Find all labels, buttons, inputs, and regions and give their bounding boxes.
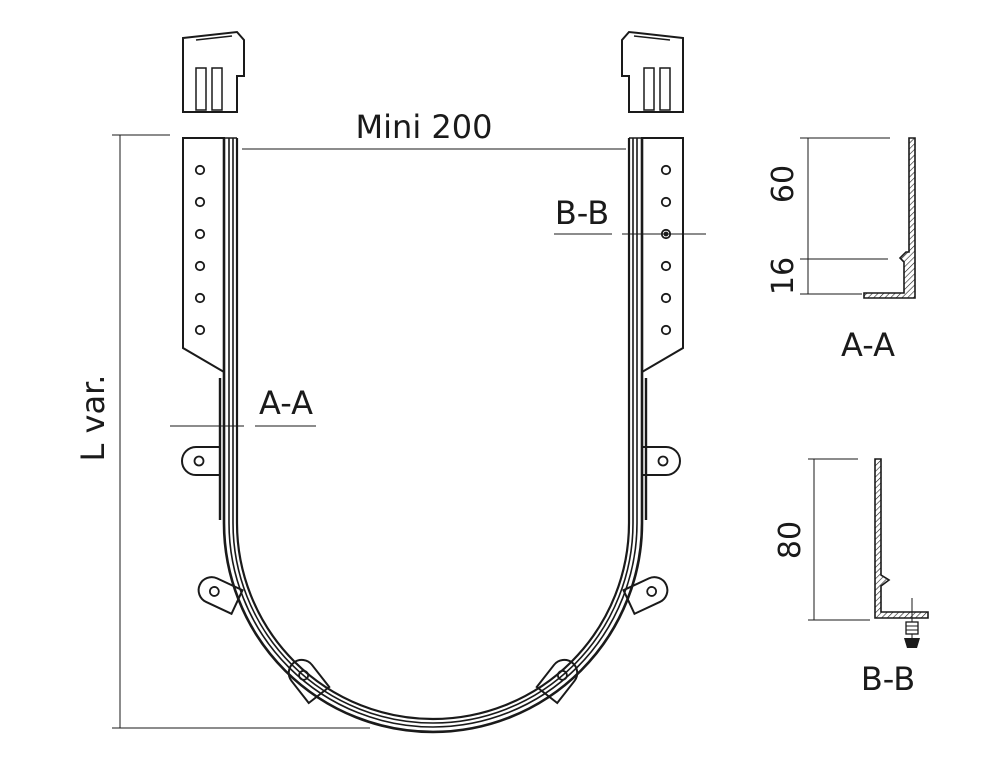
section-a-detail: 60 16 A-A [766, 137, 916, 364]
dimension-a-upper: 60 [766, 165, 801, 203]
section-b-marker-label: B-B [555, 194, 609, 232]
left-mounting-plate [182, 137, 225, 374]
dimension-b-height: 80 [773, 521, 808, 559]
lug-right-upper [641, 446, 681, 476]
right-end-cap [621, 30, 684, 113]
section-a-marker: A-A [170, 384, 316, 427]
fixing-screw [904, 598, 920, 648]
length-label: L var. [74, 375, 112, 462]
length-dimension: L var. [74, 134, 370, 729]
dimension-a-lower: 16 [766, 257, 801, 295]
u-channel-body [218, 137, 648, 734]
left-end-cap [182, 30, 245, 113]
right-plate-holes [660, 164, 672, 336]
section-b-marker: B-B [554, 194, 706, 237]
lug-left-lower [197, 576, 244, 616]
lug-left-upper [181, 446, 221, 476]
section-a-title: A-A [841, 326, 895, 364]
mounting-lugs [181, 446, 681, 705]
width-label: Mini 200 [356, 108, 493, 146]
section-b-detail: 80 B-B [773, 458, 929, 698]
lug-right-lower [622, 576, 669, 616]
width-dimension: Mini 200 [242, 108, 626, 150]
left-plate-holes [194, 164, 206, 336]
section-b-title: B-B [861, 660, 915, 698]
right-mounting-plate [641, 137, 684, 374]
section-a-marker-label: A-A [259, 384, 313, 422]
